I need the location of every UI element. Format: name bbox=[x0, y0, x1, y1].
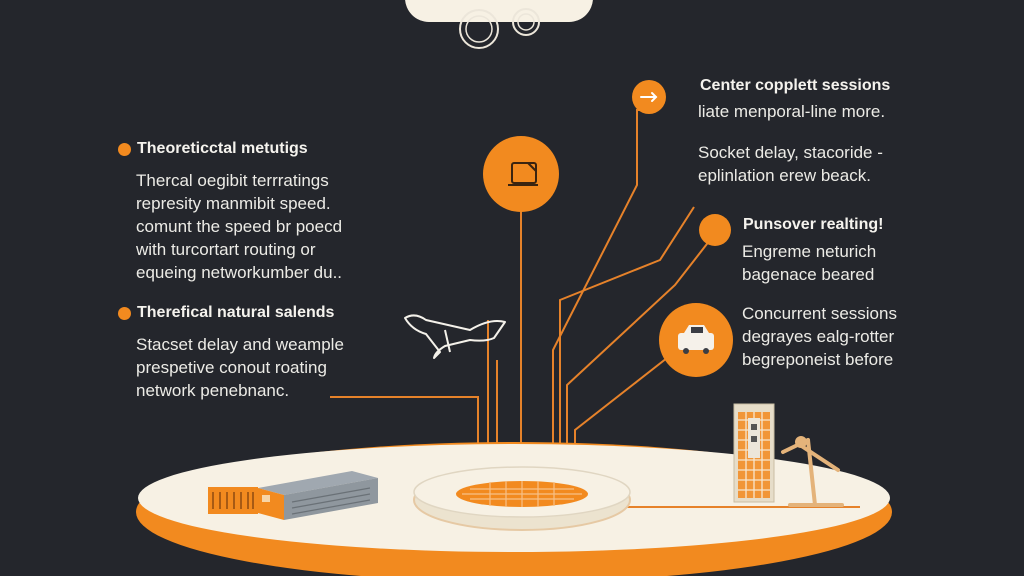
document-icon bbox=[508, 162, 538, 186]
right-block2-heading: Punsover realting! bbox=[743, 216, 884, 233]
node-plain[interactable] bbox=[699, 214, 731, 246]
right-block1-body: liate menporal-line more. bbox=[698, 102, 886, 121]
car-icon bbox=[678, 325, 714, 354]
node-arrow[interactable] bbox=[632, 80, 666, 114]
left-block1-body: Thercal oegibit terrratings represity ma… bbox=[136, 171, 343, 282]
left-block2-heading: Therefical natural salends bbox=[137, 304, 335, 321]
right-block1-body2: Socket delay, stacoride - eplinlation er… bbox=[698, 143, 883, 185]
arrow-right-icon bbox=[640, 92, 658, 102]
airplane-icon bbox=[404, 314, 506, 359]
platform bbox=[136, 442, 892, 576]
right-block1-heading: Center copplett sessions bbox=[700, 77, 891, 94]
server-unit bbox=[258, 471, 378, 520]
left-block1-heading: Theoreticctal metutigs bbox=[137, 140, 308, 157]
node-car[interactable] bbox=[659, 303, 733, 377]
node-document[interactable] bbox=[483, 136, 559, 212]
right-block2-body: Engreme neturich bagenace beared bbox=[742, 242, 877, 284]
crane-icon bbox=[781, 436, 844, 507]
building-tower bbox=[733, 403, 775, 503]
bullet-left-1 bbox=[118, 143, 131, 156]
right-block2-body2: Concurrent sessions degrayes ealg-rotter… bbox=[742, 304, 897, 369]
server-rack-small bbox=[208, 487, 258, 514]
top-cloud bbox=[405, 0, 593, 49]
bullet-left-2 bbox=[118, 307, 131, 320]
left-block2-body: Stacset delay and weample prespetive con… bbox=[136, 335, 344, 400]
